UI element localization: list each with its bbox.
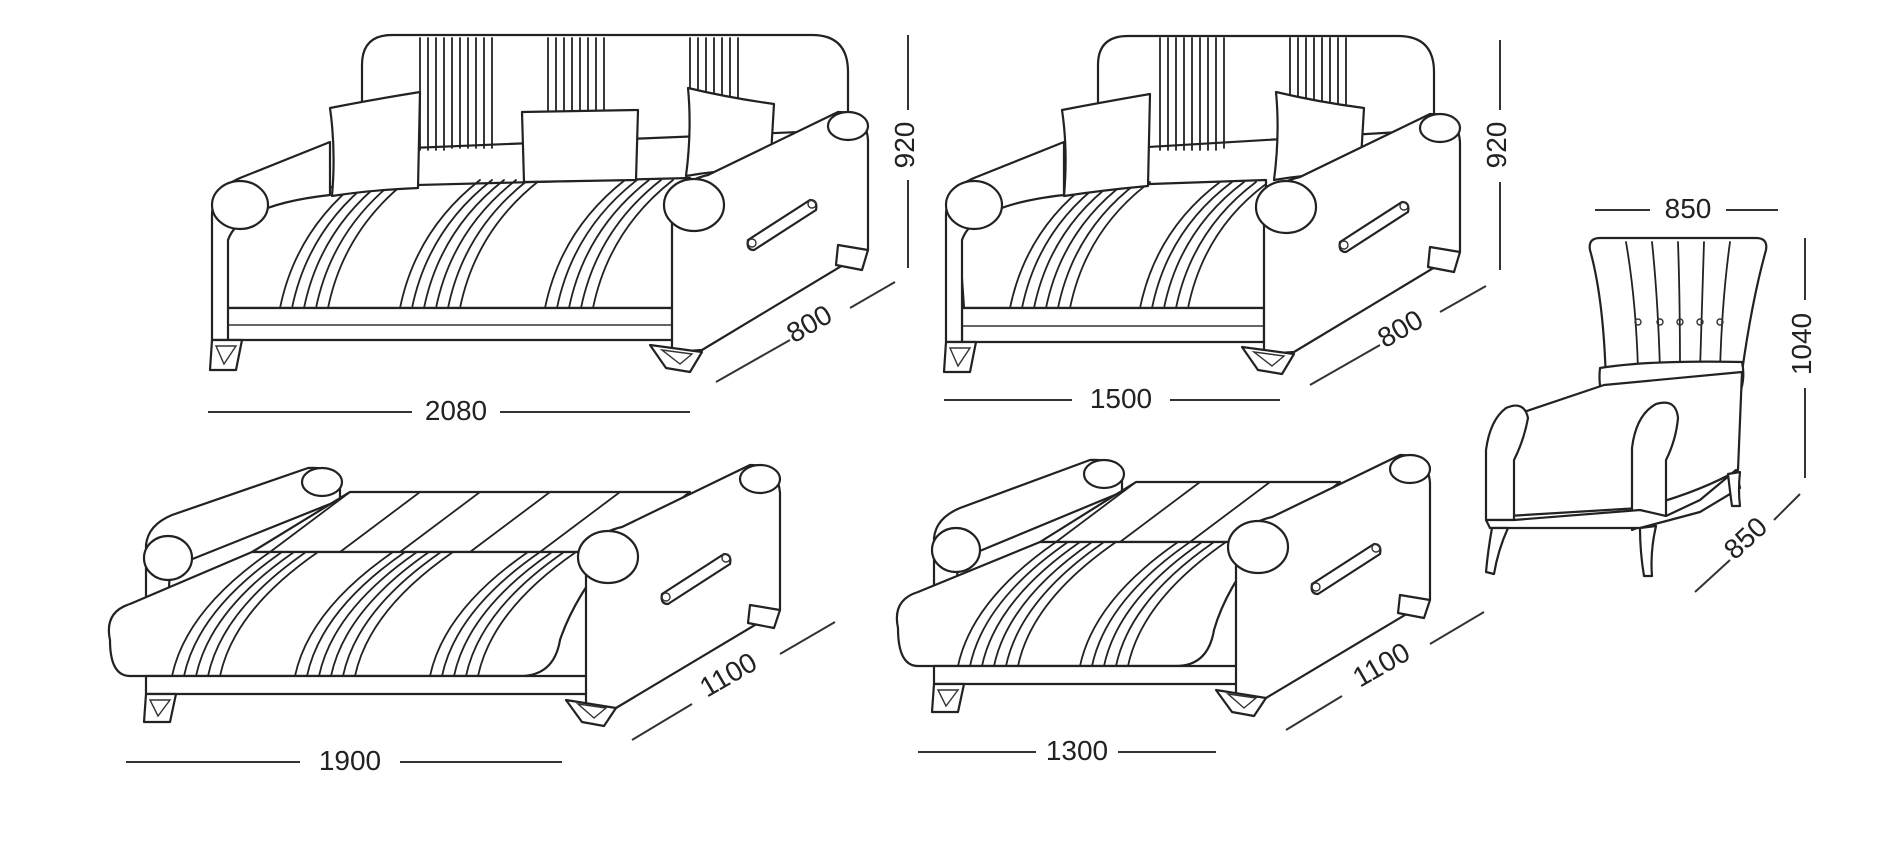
dim-depth: 1100 (1347, 636, 1415, 693)
dim-depth: 800 (1372, 304, 1428, 354)
pillow-middle (520, 108, 640, 184)
dims-sofa-large-unfolded: 1900 1100 (126, 621, 836, 776)
sofa-small-folded (942, 34, 1462, 376)
dim-width: 2080 (425, 395, 487, 426)
dims-sofa-small-unfolded: 1300 1100 (918, 611, 1485, 766)
mattress-stripes (171, 491, 621, 677)
mattress-stripes (957, 481, 1271, 667)
back-stripes (1159, 37, 1347, 151)
sofa-small-unfolded (895, 453, 1432, 718)
dim-width: 1300 (1046, 735, 1108, 766)
seat-stripes (1009, 181, 1267, 309)
dim-width: 1500 (1090, 383, 1152, 414)
dim-depth: 850 (1718, 511, 1773, 566)
back-channels (1625, 241, 1731, 371)
dim-width: 850 (1665, 193, 1712, 224)
dim-depth: 800 (781, 299, 837, 349)
seat-stripes (279, 179, 674, 309)
dim-width: 1900 (319, 745, 381, 776)
pillow-left (328, 90, 422, 198)
armchair (1484, 236, 1768, 578)
pillow-left (1060, 92, 1152, 198)
dim-height: 920 (889, 122, 920, 169)
dim-height: 1040 (1786, 313, 1817, 375)
dim-height: 920 (1481, 122, 1512, 169)
sofa-large-unfolded (107, 463, 782, 728)
sofa-large-folded (208, 33, 870, 374)
